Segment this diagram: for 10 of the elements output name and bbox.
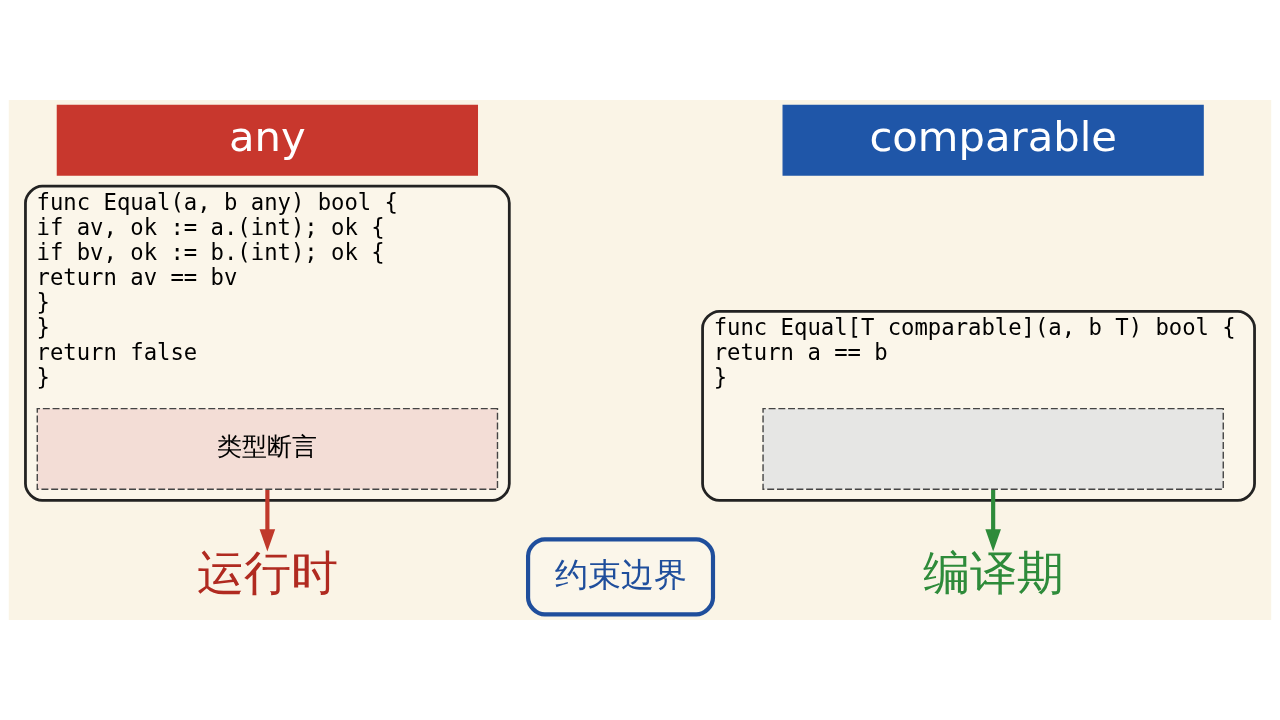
node-box: 类型断言 bbox=[36, 407, 499, 490]
node-box: 约束边界 bbox=[526, 537, 716, 617]
node-text: 编译期 bbox=[922, 544, 1064, 600]
arrow bbox=[259, 489, 276, 552]
node-box: any bbox=[56, 104, 479, 176]
node-box bbox=[762, 407, 1224, 490]
node-box: comparable bbox=[782, 104, 1204, 176]
cluster: func Equal[T comparable](a, b T) bool { return a == b } bbox=[701, 309, 1256, 502]
arrow bbox=[985, 489, 1001, 552]
node-text: 运行时 bbox=[196, 544, 338, 600]
